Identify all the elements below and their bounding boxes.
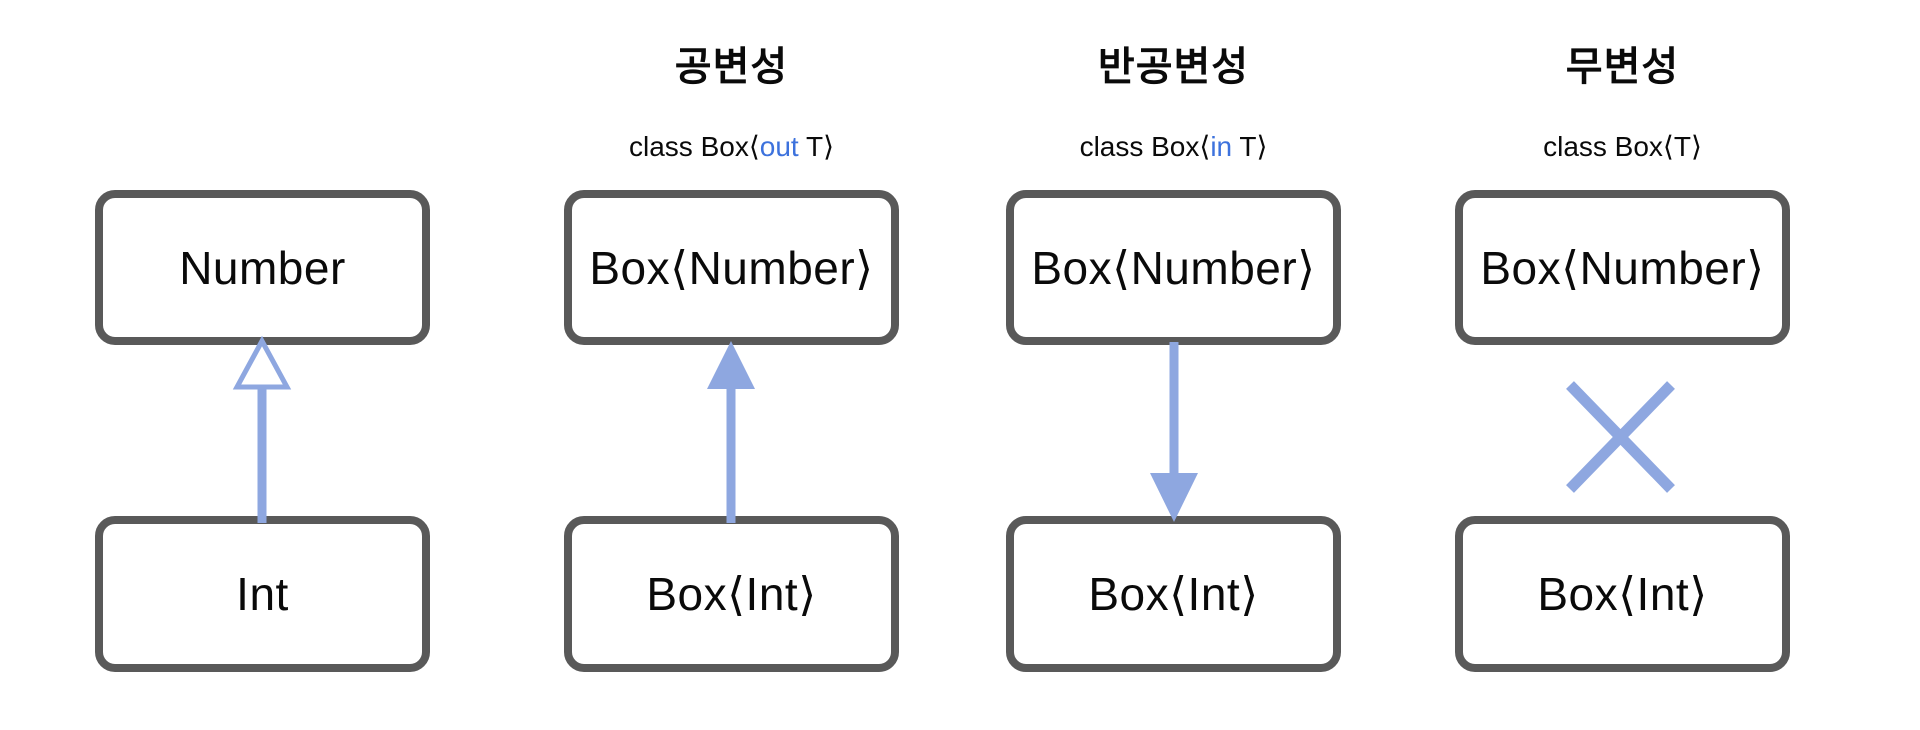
in-keyword: in: [1210, 131, 1233, 162]
box-label: Box⟨Int⟩: [1537, 568, 1708, 620]
covariance-title: 공변성: [674, 45, 789, 89]
box-label: Box⟨Number⟩: [1480, 241, 1765, 294]
contravariance-title: 반공변성: [1097, 45, 1250, 89]
contravariance-top-box: Box⟨Number⟩: [1006, 190, 1341, 345]
contravariance-class-declaration: class Box⟨in T⟩: [1006, 128, 1341, 166]
class-decl-prefix: class Box⟨: [629, 131, 760, 162]
class-decl-prefix: class Box⟨T⟩: [1543, 131, 1702, 162]
contravariance-bottom-box: Box⟨Int⟩: [1006, 516, 1341, 672]
box-label: Box⟨Number⟩: [1031, 241, 1316, 294]
contravariance-arrow-down-icon: [1150, 342, 1198, 522]
covariance-arrow-up-icon: [707, 341, 755, 523]
invariance-class-declaration: class Box⟨T⟩: [1455, 128, 1790, 166]
int-type-box: Int: [95, 516, 430, 672]
class-decl-prefix: class Box⟨: [1079, 131, 1211, 162]
invariance-title: 무변성: [1565, 45, 1680, 89]
number-type-box: Number: [95, 190, 430, 345]
box-label: Int: [236, 568, 289, 620]
box-label: Box⟨Int⟩: [646, 568, 817, 620]
invariance-cross-icon: [1566, 381, 1675, 493]
box-label: Box⟨Number⟩: [589, 241, 874, 294]
class-decl-suffix: T⟩: [798, 131, 834, 162]
inheritance-hollow-arrow-up-icon: [232, 335, 292, 523]
covariance-top-box: Box⟨Number⟩: [564, 190, 899, 345]
covariance-class-declaration: class Box⟨out T⟩: [564, 128, 899, 166]
box-label: Number: [179, 241, 346, 294]
box-label: Box⟨Int⟩: [1088, 568, 1259, 620]
invariance-bottom-box: Box⟨Int⟩: [1455, 516, 1790, 672]
covariance-bottom-box: Box⟨Int⟩: [564, 516, 899, 672]
class-decl-suffix: T⟩: [1232, 131, 1268, 162]
out-keyword: out: [759, 131, 799, 162]
invariance-top-box: Box⟨Number⟩: [1455, 190, 1790, 345]
